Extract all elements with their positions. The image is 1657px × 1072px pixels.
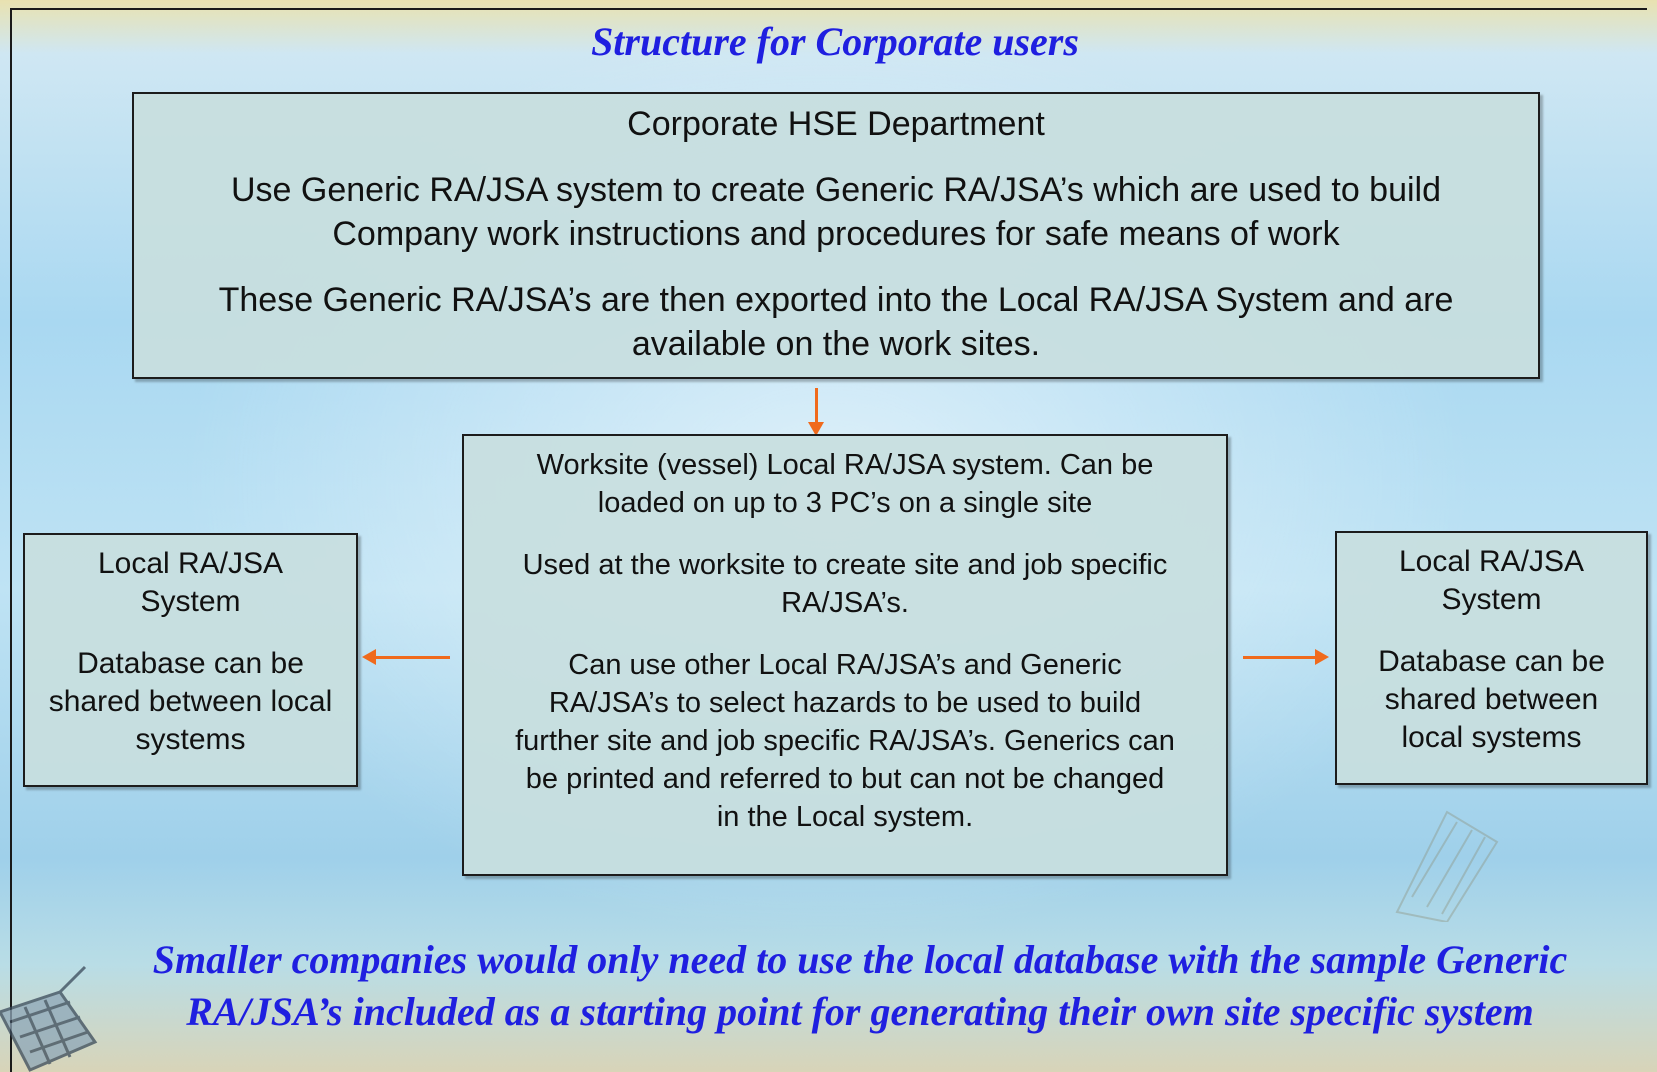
local-system-heading-line: Local RA/JSA (97, 547, 284, 580)
satellite-panel-decoration-icon (1395, 810, 1499, 922)
worksite-local-system-box: Worksite (vessel) Local RA/JSA system. C… (462, 434, 1228, 876)
corporate-hse-box: Corporate HSE Department Use Generic RA/… (132, 92, 1540, 379)
worksite-hazard-line: be printed and referred to but can not b… (525, 763, 1165, 795)
worksite-usage: Used at the worksite to create site and … (464, 546, 1226, 622)
local-system-heading-line: Local RA/JSA (1398, 545, 1585, 578)
worksite-hazard-selection: Can use other Local RA/JSA’s and Generic… (464, 646, 1226, 836)
worksite-intro-line: loaded on up to 3 PC’s on a single site (597, 487, 1093, 519)
local-system-description-line: local systems (1401, 721, 1582, 754)
footer-note-line: RA/JSA’s included as a starting point fo… (186, 989, 1534, 1034)
corporate-hse-export-note: These Generic RA/JSA’s are then exported… (134, 278, 1538, 366)
worksite-intro: Worksite (vessel) Local RA/JSA system. C… (464, 446, 1226, 522)
page-title: Structure for Corporate users (591, 19, 1079, 64)
corporate-hse-description-line: Company work instructions and procedures… (332, 215, 1340, 253)
corporate-hse-export-line: These Generic RA/JSA’s are then exported… (218, 281, 1454, 319)
worksite-hazard-line: Can use other Local RA/JSA’s and Generic (568, 649, 1122, 681)
corporate-hse-heading: Corporate HSE Department (627, 105, 1045, 143)
local-system-heading-line: System (140, 585, 241, 618)
local-system-heading: Local RA/JSA System (25, 545, 356, 621)
worksite-intro-line: Worksite (vessel) Local RA/JSA system. C… (536, 449, 1154, 481)
worksite-hazard-line: in the Local system. (716, 801, 974, 833)
footer-note-line: Smaller companies would only need to use… (152, 937, 1568, 982)
satellite-decoration-icon (0, 965, 98, 1072)
footer-note: Smaller companies would only need to use… (60, 934, 1657, 1038)
worksite-usage-line: RA/JSA’s. (781, 587, 909, 619)
local-system-description: Database can be shared between local sys… (25, 645, 356, 759)
local-system-heading: Local RA/JSA System (1337, 543, 1646, 619)
local-system-description: Database can be shared between local sys… (1337, 643, 1646, 757)
local-system-heading-line: System (1441, 583, 1542, 616)
worksite-usage-line: Used at the worksite to create site and … (522, 549, 1168, 581)
local-system-box-right: Local RA/JSA System Database can be shar… (1335, 531, 1648, 785)
local-system-description-line: shared between local (48, 685, 333, 718)
local-system-description-line: Database can be (1378, 645, 1605, 678)
local-system-description-line: Database can be (77, 647, 304, 680)
corporate-hse-description-line: Use Generic RA/JSA system to create Gene… (230, 171, 1442, 209)
corporate-hse-export-line: available on the work sites. (631, 325, 1041, 363)
local-system-description-line: shared between (1384, 683, 1599, 716)
arrow-down-icon (808, 388, 824, 436)
arrow-left-icon (362, 649, 450, 665)
local-system-box-left: Local RA/JSA System Database can be shar… (23, 533, 358, 787)
local-system-description-line: systems (135, 723, 246, 756)
corporate-hse-description: Use Generic RA/JSA system to create Gene… (134, 168, 1538, 256)
arrow-right-icon (1243, 649, 1329, 665)
worksite-hazard-line: RA/JSA’s to select hazards to be used to… (548, 687, 1142, 719)
worksite-hazard-line: further site and job specific RA/JSA’s. … (515, 725, 1175, 757)
